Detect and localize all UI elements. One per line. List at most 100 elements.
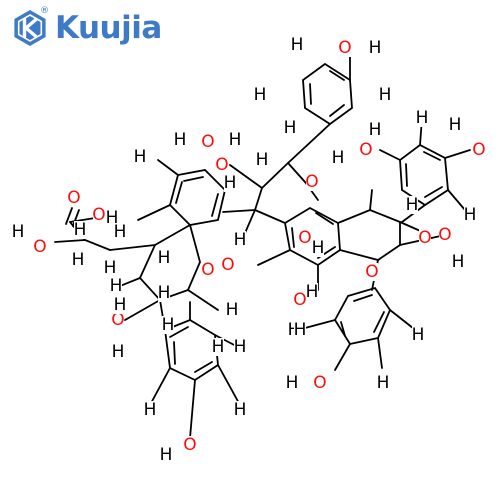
hydrogen-atom-label-3: H xyxy=(291,35,304,55)
hydrogen-atom-label-4: H xyxy=(254,85,267,105)
atom-label-background xyxy=(202,133,214,151)
atom-label-background xyxy=(291,36,303,54)
atom-label-background xyxy=(306,173,318,191)
hydrogen-atom-label-6: H xyxy=(284,118,297,138)
oxygen-atom-label-21: O xyxy=(92,205,105,225)
atom-label-background xyxy=(254,86,266,104)
oxygen-atom-label-37: O xyxy=(298,228,311,248)
atom-label-background xyxy=(216,156,228,174)
oxygen-atom-label-1: O xyxy=(338,38,351,58)
oxygen-atom-label-11: O xyxy=(215,155,228,175)
atom-label-background xyxy=(224,174,236,192)
hydrogen-atom-label-17: H xyxy=(416,108,429,128)
atom-label-background xyxy=(34,238,46,256)
atom-label-background xyxy=(314,374,326,392)
atom-label-background xyxy=(162,316,174,334)
atom-label-background xyxy=(212,338,224,356)
atom-label-background xyxy=(114,223,126,241)
hydrogen-atom-label-51: H xyxy=(212,337,225,357)
atom-label-background xyxy=(306,283,318,301)
hydrogen-atom-label-23: H xyxy=(74,220,87,240)
atom-label-background xyxy=(68,189,80,207)
atom-label-background xyxy=(369,121,381,139)
hydrogen-atom-label-24: H xyxy=(114,222,127,242)
hydrogen-atom-label-25: H xyxy=(72,250,85,270)
hydrogen-atom-label-29: H xyxy=(12,222,25,242)
atom-label-background xyxy=(234,401,246,419)
oxygen-atom-label-15: O xyxy=(359,140,372,160)
hydrogen-atom-label-55: H xyxy=(160,445,173,465)
hydrogen-atom-label-39: H xyxy=(406,195,419,215)
hydrogen-atom-label-20: H xyxy=(134,147,147,167)
atom-label-background xyxy=(160,446,172,464)
hydrogen-atom-label-7: H xyxy=(369,120,382,140)
hydrogen-atom-label-12: H xyxy=(256,150,269,170)
atom-label-background xyxy=(406,196,418,214)
oxygen-atom-label-38: O xyxy=(418,228,431,248)
hydrogen-atom-label-26: H xyxy=(234,230,247,250)
hydrogen-atom-label-9: H xyxy=(229,130,242,150)
hydrogen-atom-label-59: H xyxy=(114,295,127,315)
atom-label-background xyxy=(234,338,246,356)
atom-label-background xyxy=(234,231,246,249)
atom-label-background xyxy=(74,221,86,239)
atom-label-background xyxy=(379,86,391,104)
hydrogen-atom-label-48: H xyxy=(286,373,299,393)
hydrogen-atom-label-44: H xyxy=(412,325,425,345)
atom-label-background xyxy=(226,301,238,319)
hydrogen-atom-label-46: H xyxy=(158,248,171,268)
atom-label-background xyxy=(222,256,234,274)
hydrogen-atom-label-18: H xyxy=(449,115,462,135)
registered-mark: ® xyxy=(40,6,49,16)
atom-label-background xyxy=(439,226,451,244)
hydrogen-atom-label-56: H xyxy=(234,400,247,420)
hydrogen-atom-label-42: H xyxy=(452,252,465,272)
atom-label-background xyxy=(106,209,118,227)
k-hexagon-logo-icon xyxy=(14,10,46,46)
hydrogen-atom-label-43: H xyxy=(464,205,477,225)
hydrogen-atom-label-10: H xyxy=(174,130,187,150)
atom-label-background xyxy=(158,284,170,302)
oxygen-atom-label-8: O xyxy=(201,132,214,152)
hydrogen-atom-label-13: H xyxy=(224,173,237,193)
atom-label-background xyxy=(452,253,464,271)
hydrogen-atom-label-62: H xyxy=(104,258,117,278)
atom-label-background xyxy=(369,39,381,57)
oxygen-atom-label-14: O xyxy=(305,172,318,192)
hydrogen-atom-label-2: H xyxy=(369,38,382,58)
atom-label-background xyxy=(339,39,351,57)
oxygen-atom-label-47: O xyxy=(313,373,326,393)
brand-name: Kuujia xyxy=(55,10,162,46)
oxygen-atom-label-61: O xyxy=(293,290,306,310)
atom-label-background xyxy=(202,261,214,279)
atom-label-background xyxy=(184,436,196,454)
atom-label-background xyxy=(112,311,124,329)
oxygen-atom-label-27: O xyxy=(67,188,80,208)
atom-label-background xyxy=(286,374,298,392)
atom-label-background xyxy=(112,343,124,361)
bond-lines xyxy=(54,51,471,439)
hydrogen-atom-label-57: H xyxy=(158,283,171,303)
atom-label-background xyxy=(229,131,241,149)
atom-label-background xyxy=(464,206,476,224)
atom-label-background xyxy=(93,206,105,224)
oxygen-atom-label-30: O xyxy=(201,260,214,280)
atom-label-background xyxy=(174,131,186,149)
atom-label-background xyxy=(449,116,461,134)
oxygen-atom-label-28: O xyxy=(33,237,46,257)
atom-label-background xyxy=(419,229,431,247)
oxygen-atom-label-35: O xyxy=(221,255,234,275)
atom-label-background xyxy=(284,119,296,137)
atom-label-background xyxy=(294,321,306,339)
atom-label-background xyxy=(114,296,126,314)
atom-label-background xyxy=(377,374,389,392)
atom-label-background xyxy=(299,229,311,247)
atom-label-background xyxy=(72,251,84,269)
hydrogen-atom-label-5: H xyxy=(379,85,392,105)
oxygen-atom-label-33: O xyxy=(111,310,124,330)
hydrogen-atom-label-34: H xyxy=(112,342,125,362)
atom-label-background xyxy=(294,291,306,309)
